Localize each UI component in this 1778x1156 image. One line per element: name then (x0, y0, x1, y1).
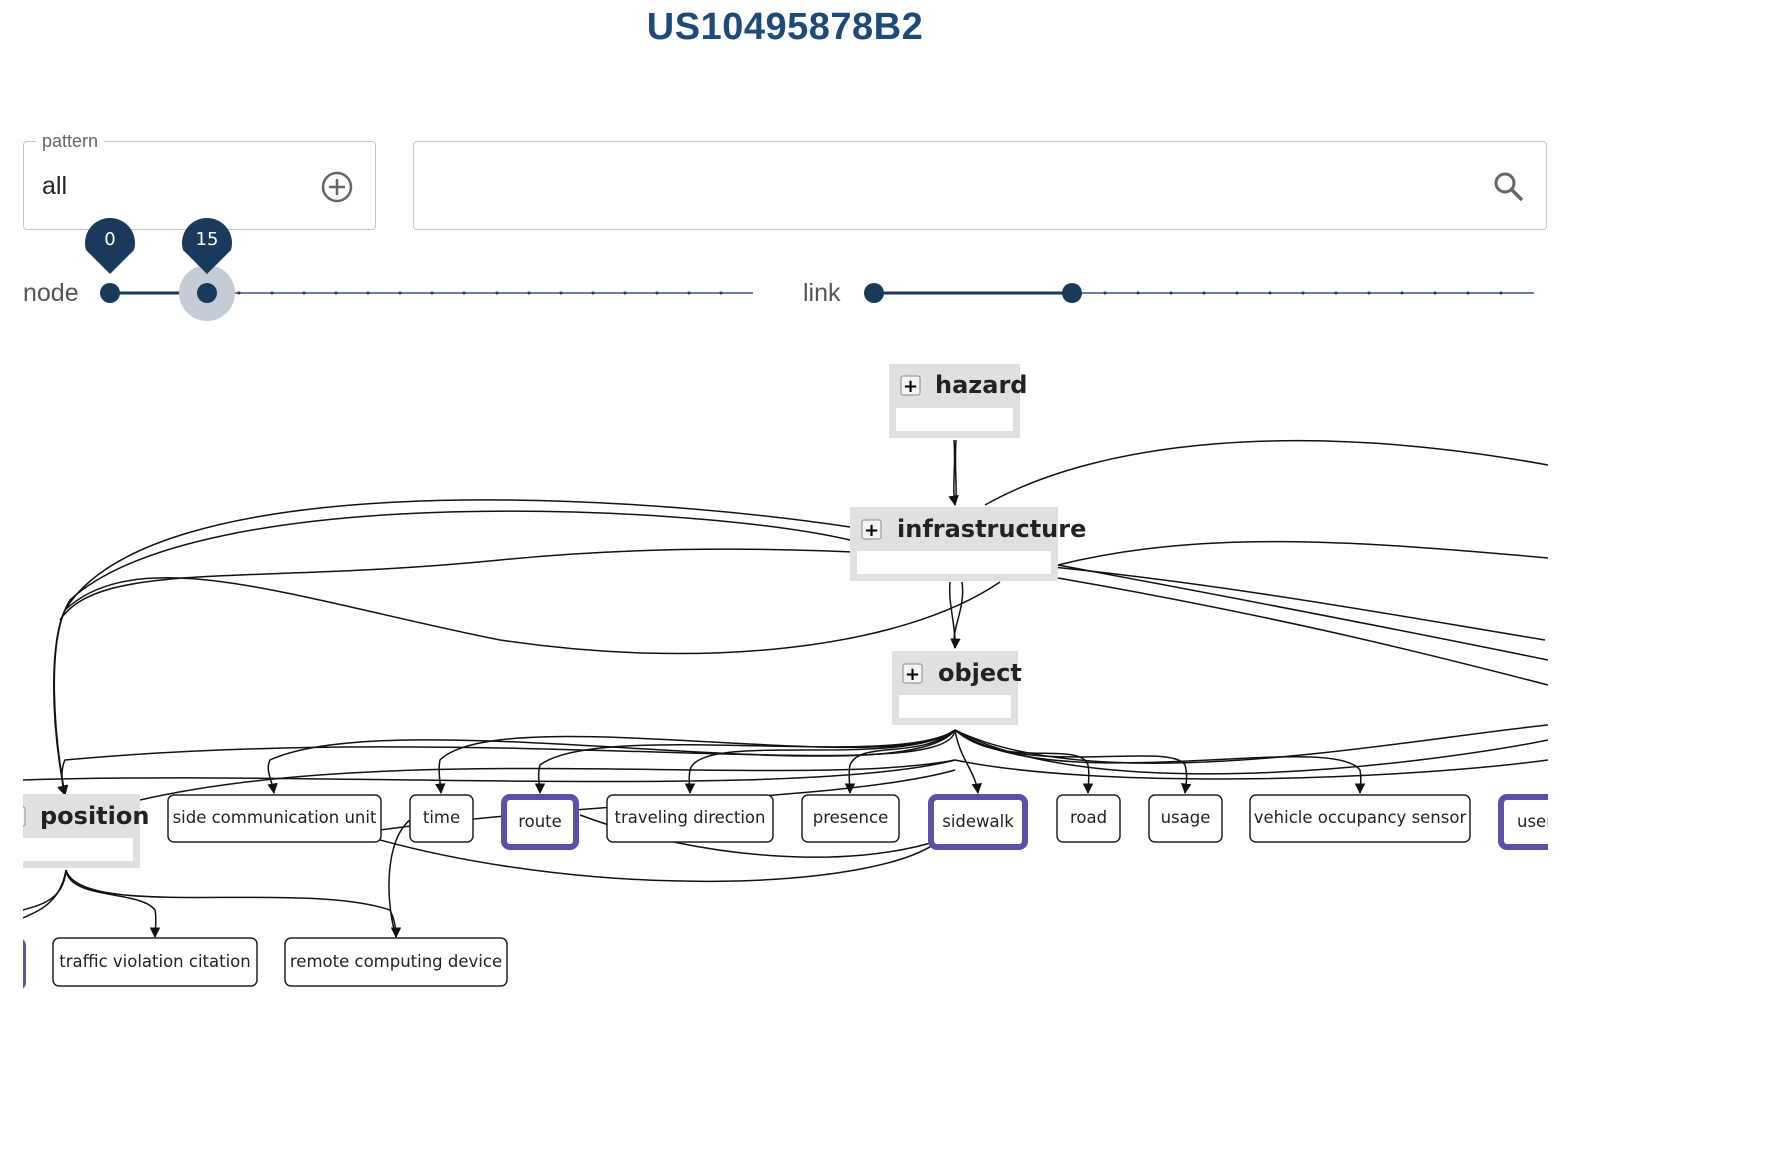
page-title: US10495878B2 (646, 6, 924, 48)
expand-object-icon[interactable] (902, 663, 923, 684)
node-infrastructure-label: infrastructure (897, 515, 1086, 543)
pattern-value: all (42, 172, 68, 200)
expand-infrastructure-icon[interactable] (861, 519, 882, 540)
node-traffic-violation-citation-label: traffic violation citation (59, 952, 250, 971)
expand-position-icon[interactable] (10, 806, 26, 827)
node-usage-label: usage (1161, 808, 1211, 827)
expand-hazard-icon[interactable] (900, 375, 921, 396)
node-time[interactable]: time (409, 794, 474, 843)
node-route[interactable]: route (501, 794, 579, 850)
node-traveling-direction-label: traveling direction (615, 808, 766, 827)
node-vehicle-occupancy-sensor[interactable]: vehicle occupancy sensor (1249, 794, 1471, 843)
node-vehicle-occupancy-sensor-label: vehicle occupancy sensor (1254, 808, 1467, 827)
node-slider-label: node (23, 279, 79, 307)
link-slider[interactable] (864, 283, 1534, 303)
link-slider-high-thumb[interactable] (1062, 283, 1082, 303)
node-slider-low-thumb[interactable] (100, 283, 120, 303)
node-user-label: user (1517, 812, 1548, 831)
node-object-label: object (938, 659, 1022, 687)
sliders: 0 15 (85, 218, 1534, 321)
add-circle-icon[interactable] (320, 170, 354, 204)
plus-icon: + (903, 376, 918, 397)
search-input[interactable] (430, 162, 1470, 208)
node-road[interactable]: road (1056, 794, 1121, 843)
node-hazard-label: hazard (935, 371, 1027, 399)
plus-icon: + (864, 520, 879, 541)
node-user[interactable]: user (1498, 794, 1548, 850)
node-position[interactable]: position (10, 794, 149, 868)
node-remote-computing-device-label: remote computing device (290, 952, 502, 971)
pattern-label: pattern (36, 131, 105, 152)
link-slider-low-thumb[interactable] (864, 283, 884, 303)
node-slider-high-thumb[interactable] (197, 283, 217, 303)
node-traveling-direction[interactable]: traveling direction (606, 794, 774, 843)
node-remote-computing-device[interactable]: remote computing device (284, 937, 508, 987)
node-usage[interactable]: usage (1148, 794, 1223, 843)
node-hazard[interactable]: + hazard (889, 364, 1027, 438)
node-slider[interactable]: 0 15 (85, 218, 753, 321)
node-slider-high-value-label: 15 (182, 218, 232, 274)
node-position-label: position (40, 802, 149, 830)
link-slider-label: link (803, 279, 841, 307)
node-route-label: route (518, 812, 562, 831)
node-side-communication-unit-label: side communication unit (173, 808, 377, 827)
node-sidewalk[interactable]: sidewalk (928, 794, 1028, 850)
node-road-label: road (1070, 808, 1107, 827)
node-traffic-violation-citation[interactable]: traffic violation citation (52, 937, 258, 987)
node-sidewalk-label: sidewalk (942, 812, 1014, 831)
node-time-label: time (423, 808, 460, 827)
node-slider-low-value-label: 0 (85, 218, 136, 274)
node-presence[interactable]: presence (801, 794, 900, 843)
search-box[interactable] (413, 141, 1547, 230)
node-partial-left[interactable] (0, 939, 26, 989)
node-infrastructure[interactable]: + infrastructure (850, 507, 1086, 581)
link-slider-ticks (905, 291, 1503, 295)
node-slider-low-value: 0 (104, 229, 115, 250)
node-side-communication-unit[interactable]: side communication unit (167, 794, 382, 843)
search-icon[interactable] (1492, 170, 1526, 204)
knowledge-graph[interactable]: + hazard + infrastructure + object posit… (0, 340, 1548, 1156)
node-object[interactable]: + object (892, 651, 1022, 725)
node-presence-label: presence (813, 808, 888, 827)
graph-edges (23, 439, 1548, 939)
node-slider-high-value: 15 (196, 229, 219, 250)
node-slider-ticks (141, 291, 723, 295)
plus-icon: + (905, 664, 920, 685)
